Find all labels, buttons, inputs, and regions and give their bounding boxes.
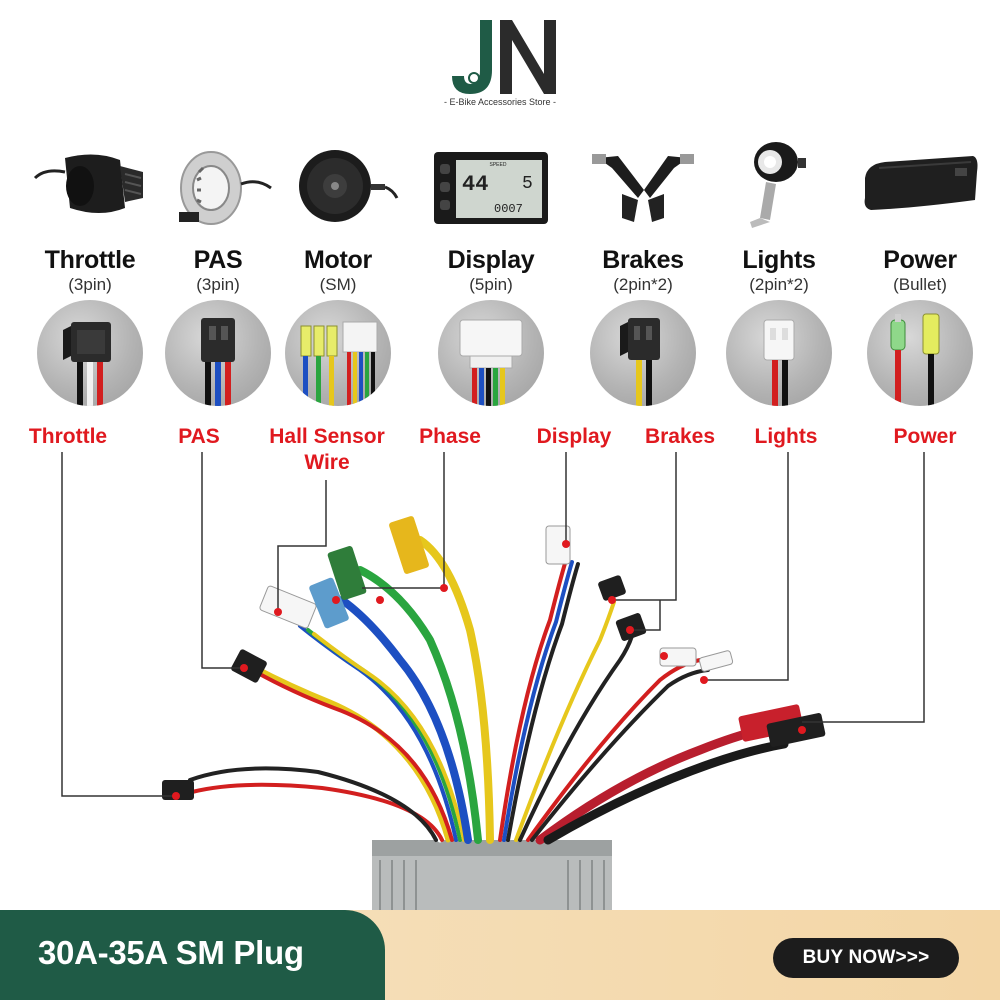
brakes-image <box>592 154 694 222</box>
component-motor: Motor (SM) <box>273 138 403 406</box>
connector-phase-yellow <box>389 516 429 574</box>
display-speed-value: 44 <box>462 172 488 197</box>
pas-sensor-image <box>179 151 272 225</box>
component-pas: PAS (3pin) <box>153 138 283 406</box>
component-display: SPEED 44 5 0007 Display (5pin) <box>426 138 556 406</box>
display-speed-label: SPEED <box>490 162 507 168</box>
label-hall-sensor-line1: Hall Sensor <box>269 425 385 448</box>
component-name: PAS <box>193 246 243 274</box>
label-brakes: Brakes <box>644 425 716 448</box>
component-spec: (Bullet) <box>893 275 947 294</box>
motor-connector-photo <box>285 300 391 406</box>
component-spec: (3pin) <box>196 275 240 294</box>
label-hall-sensor-line2: Wire <box>304 451 350 474</box>
connector-display <box>545 525 571 565</box>
throttle-image <box>33 154 143 213</box>
component-spec: (3pin) <box>68 275 112 294</box>
label-lights: Lights <box>754 425 818 448</box>
brand-tagline: - E-Bike Accessories Store - <box>443 97 557 107</box>
connector-phase-green <box>327 545 367 601</box>
display-level-value: 5 <box>522 174 533 194</box>
connector-throttle <box>162 780 194 800</box>
label-throttle: Throttle <box>28 425 108 448</box>
display-connector-photo <box>438 300 544 406</box>
power-connector-photo <box>867 300 973 406</box>
component-power: Power (Bullet) <box>855 138 985 406</box>
component-lights: Lights (2pin*2) <box>714 138 844 406</box>
connector-brake-1 <box>598 575 626 601</box>
component-name: Throttle <box>44 246 136 274</box>
component-name: Power <box>883 246 957 274</box>
label-power: Power <box>893 425 957 448</box>
connector-lights <box>659 647 734 672</box>
component-name: Display <box>447 246 535 274</box>
label-phase: Phase <box>419 425 481 448</box>
banner-title-panel <box>0 910 385 1000</box>
brand-logo <box>452 20 556 94</box>
lights-connector-photo <box>726 300 832 406</box>
lights-image <box>750 142 806 228</box>
component-name: Motor <box>304 246 372 274</box>
display-odo-value: 0007 <box>494 202 523 216</box>
component-throttle: Throttle (3pin) <box>25 138 155 406</box>
pas-connector-photo <box>165 300 271 406</box>
motor-image <box>299 150 399 222</box>
label-display: Display <box>536 425 612 448</box>
label-pas: PAS <box>178 425 220 448</box>
connector-phase-blue <box>309 577 349 629</box>
component-spec: (SM) <box>319 275 357 294</box>
connector-power <box>738 704 826 748</box>
leader-lines <box>61 452 925 797</box>
connector-hall <box>259 585 317 629</box>
battery-image <box>864 156 978 210</box>
buy-now-button[interactable]: BUY NOW>>> <box>773 938 959 978</box>
connector-pas <box>231 649 267 683</box>
component-spec: (2pin*2) <box>613 275 673 294</box>
throttle-connector-photo <box>37 300 143 406</box>
component-name: Lights <box>742 246 816 274</box>
component-brakes: Brakes (2pin*2) <box>578 138 708 406</box>
component-name: Brakes <box>602 246 684 274</box>
display-image: SPEED 44 5 0007 <box>434 152 548 224</box>
brakes-connector-photo <box>590 300 696 406</box>
wiring-diagram <box>61 452 925 920</box>
marker-dots <box>172 540 806 800</box>
component-spec: (5pin) <box>469 275 513 294</box>
component-spec: (2pin*2) <box>749 275 809 294</box>
controller-box <box>372 840 612 920</box>
banner-title: 30A-35A SM Plug <box>38 934 304 971</box>
wire-bundle <box>187 536 789 845</box>
